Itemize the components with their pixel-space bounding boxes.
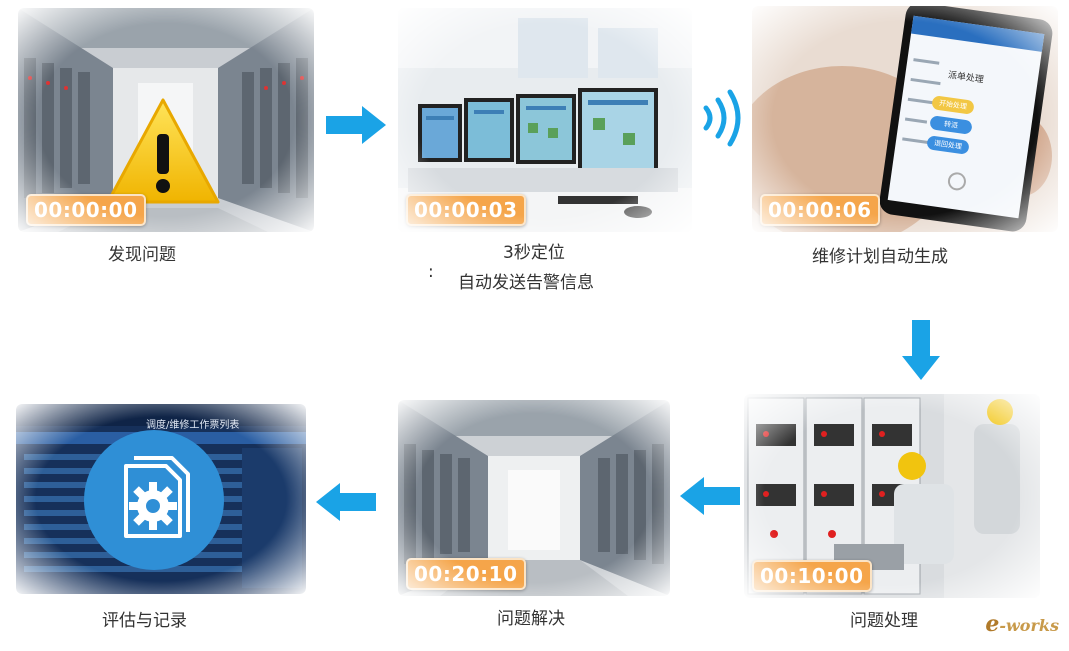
caption-handle: 问题处理 bbox=[850, 611, 918, 631]
panel-plan: 派单处理 开始处理 转派 退回处理 00:00:06 bbox=[752, 6, 1058, 232]
arrow-left-icon bbox=[680, 477, 740, 515]
caption-evaluate: 评估与记录 bbox=[102, 611, 187, 631]
warning-icon bbox=[106, 98, 220, 204]
settings-document-icon bbox=[84, 430, 224, 570]
arrow-right-icon bbox=[326, 106, 386, 144]
caption-locate-line1: 3秒定位 bbox=[503, 243, 565, 263]
logo-text: -works bbox=[999, 616, 1059, 635]
caption-locate-colon: : bbox=[428, 262, 434, 282]
timer-locate: 00:00:03 bbox=[406, 194, 526, 226]
timer-plan: 00:00:06 bbox=[760, 194, 880, 226]
caption-discover: 发现问题 bbox=[108, 245, 176, 265]
panel-discover: 00:00:00 bbox=[18, 8, 314, 232]
timer-discover: 00:00:00 bbox=[26, 194, 146, 226]
signal-waves-icon bbox=[703, 89, 741, 147]
eworks-logo: e-works bbox=[985, 611, 1059, 637]
phone-hand-image bbox=[752, 6, 1058, 232]
panel-locate: 00:00:03 bbox=[398, 8, 692, 232]
timer-resolve: 00:20:10 bbox=[406, 558, 526, 590]
report-title: 调度/维修工作票列表 bbox=[146, 420, 240, 431]
arrow-down-icon bbox=[902, 320, 940, 380]
timer-handle: 00:10:00 bbox=[752, 560, 872, 592]
panel-resolve: 00:20:10 bbox=[398, 400, 670, 596]
logo-prefix: e bbox=[985, 611, 1000, 637]
caption-locate-line2: 自动发送告警信息 bbox=[458, 273, 594, 293]
panel-handle: 00:10:00 bbox=[744, 394, 1040, 598]
caption-plan: 维修计划自动生成 bbox=[812, 247, 948, 267]
panel-evaluate: 调度/维修工作票列表 bbox=[16, 404, 306, 594]
arrow-left-icon bbox=[316, 483, 376, 521]
caption-resolve: 问题解决 bbox=[497, 609, 565, 629]
monitor-room-image bbox=[398, 8, 692, 232]
